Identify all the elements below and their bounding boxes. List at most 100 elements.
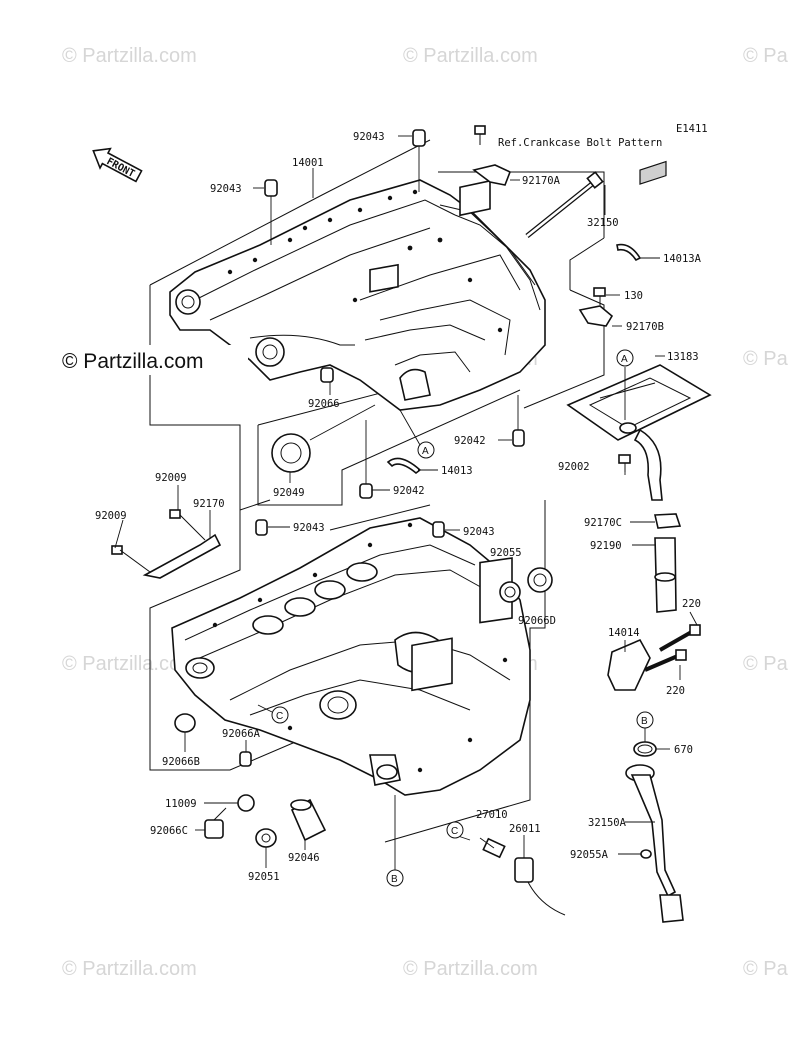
dowel-92042-b: [359, 483, 373, 499]
oring-670: [633, 741, 657, 757]
watermark-tile: © Partzilla.com: [62, 653, 197, 675]
part-label[interactable]: 14001: [292, 157, 324, 169]
part-label[interactable]: 14013: [441, 465, 473, 477]
clamp-92170A: [472, 164, 512, 186]
plug-92066C: [204, 807, 227, 839]
part-label[interactable]: 92055A: [570, 849, 609, 861]
dowel-92043-d: [432, 521, 445, 538]
bracket-92170: [119, 514, 222, 579]
svg-text:C: C: [276, 711, 283, 722]
dowel-92042-a: [512, 429, 525, 447]
part-label[interactable]: 92043: [210, 183, 242, 195]
oil-screen-13183: [566, 160, 712, 501]
part-label[interactable]: 11009: [165, 798, 197, 810]
plug-92066B: [174, 713, 196, 733]
part-label[interactable]: 92051: [248, 871, 280, 883]
callout-c-switch: C: [446, 821, 464, 839]
callout-a-upper: A: [616, 349, 634, 367]
partzilla-watermark: © Partzilla.com: [58, 345, 248, 375]
part-label[interactable]: 92046: [288, 852, 320, 864]
sensor-26011: [514, 857, 566, 916]
dowel-92066: [320, 367, 334, 383]
clamp-92170B: [578, 305, 614, 327]
part-label[interactable]: 27010: [476, 809, 508, 821]
stud-32150: [525, 171, 604, 238]
part-label[interactable]: 92190: [590, 540, 622, 552]
part-label[interactable]: 14013A: [663, 253, 702, 265]
part-label[interactable]: 670: [674, 744, 693, 756]
plug-92066D: [527, 567, 553, 593]
part-label[interactable]: 14014: [608, 627, 640, 639]
part-label[interactable]: 92066: [308, 398, 340, 410]
part-label[interactable]: 92170A: [522, 175, 561, 187]
svg-text:C: C: [451, 826, 458, 837]
watermark-tile: © Pa: [743, 958, 789, 980]
bolt-130: [593, 287, 606, 305]
callout-c-case: C: [271, 706, 289, 724]
callout-a-lower: A: [417, 441, 435, 459]
part-label[interactable]: 13183: [667, 351, 699, 363]
part-label[interactable]: 92066C: [150, 825, 188, 837]
part-label[interactable]: 32150: [587, 217, 619, 229]
part-label[interactable]: 92043: [353, 131, 385, 143]
part-label[interactable]: 92066D: [518, 615, 556, 627]
clamp-92170C: [654, 513, 682, 529]
oring-92055A: [640, 849, 652, 859]
front-arrow: FRONT: [92, 147, 143, 183]
part-label[interactable]: 26011: [509, 823, 541, 835]
watermark-tile: © Partzilla.com: [403, 958, 538, 980]
dowel-92043-a: [412, 129, 426, 147]
washer-92051: [255, 828, 277, 848]
part-label[interactable]: 92170: [193, 498, 225, 510]
svg-text:A: A: [621, 354, 628, 365]
part-label[interactable]: 92042: [454, 435, 486, 447]
svg-text:B: B: [641, 716, 648, 727]
washer-11009: [237, 794, 255, 812]
svg-text:B: B: [391, 874, 398, 885]
oring-92055: [499, 581, 521, 603]
part-label[interactable]: 92049: [273, 487, 305, 499]
part-label[interactable]: 92066B: [162, 756, 200, 768]
watermark-tile: © Pa: [743, 653, 789, 675]
leader-lines: [114, 135, 698, 870]
part-label[interactable]: 92170B: [626, 321, 664, 333]
half-bearing-14013: [386, 457, 422, 475]
hose-92190: [654, 537, 677, 613]
part-label[interactable]: 92009: [95, 510, 127, 522]
bolt-92002: [618, 454, 631, 472]
dowel-92043-c: [255, 519, 268, 536]
watermark-tile: © Partzilla.com: [62, 958, 197, 980]
part-label[interactable]: 92042: [393, 485, 425, 497]
dowel-92066A: [239, 751, 252, 767]
watermark-tile: © Pa: [743, 45, 789, 67]
oil-pipe-32150A: [625, 764, 684, 923]
bolt-ref-crankcase: [474, 125, 486, 145]
watermark-tile: © Partzilla.com: [403, 45, 538, 67]
bush-92046: [290, 798, 327, 842]
upper-crankcase: [169, 179, 546, 411]
part-labels: 92043 14001 92043 Ref.Crankcase Bolt Pat…: [95, 131, 702, 883]
part-label[interactable]: 92002: [558, 461, 590, 473]
diagram-code: E1411: [676, 123, 708, 135]
part-label[interactable]: 130: [624, 290, 643, 302]
part-label[interactable]: 220: [666, 685, 685, 697]
watermark-tile: © Pa: [743, 348, 789, 370]
callout-b-lower: B: [386, 869, 404, 887]
part-label[interactable]: 92009: [155, 472, 187, 484]
bolts-220: [644, 624, 701, 672]
watermark-tile: © Partzilla.com: [62, 45, 197, 67]
part-label[interactable]: 92066A: [222, 728, 261, 740]
bolts-92009: [111, 509, 181, 555]
reference-note: Ref.Crankcase Bolt Pattern: [498, 137, 662, 149]
part-label[interactable]: 32150A: [588, 817, 627, 829]
shift-lever-14014: [607, 638, 651, 691]
dowel-92043-b: [264, 179, 278, 197]
watermark-main: © Partzilla.com: [62, 350, 204, 373]
part-label[interactable]: 220: [682, 598, 701, 610]
part-label[interactable]: 92043: [463, 526, 495, 538]
part-label[interactable]: 92170C: [584, 517, 622, 529]
part-label[interactable]: 92055: [490, 547, 522, 559]
part-label[interactable]: 92043: [293, 522, 325, 534]
